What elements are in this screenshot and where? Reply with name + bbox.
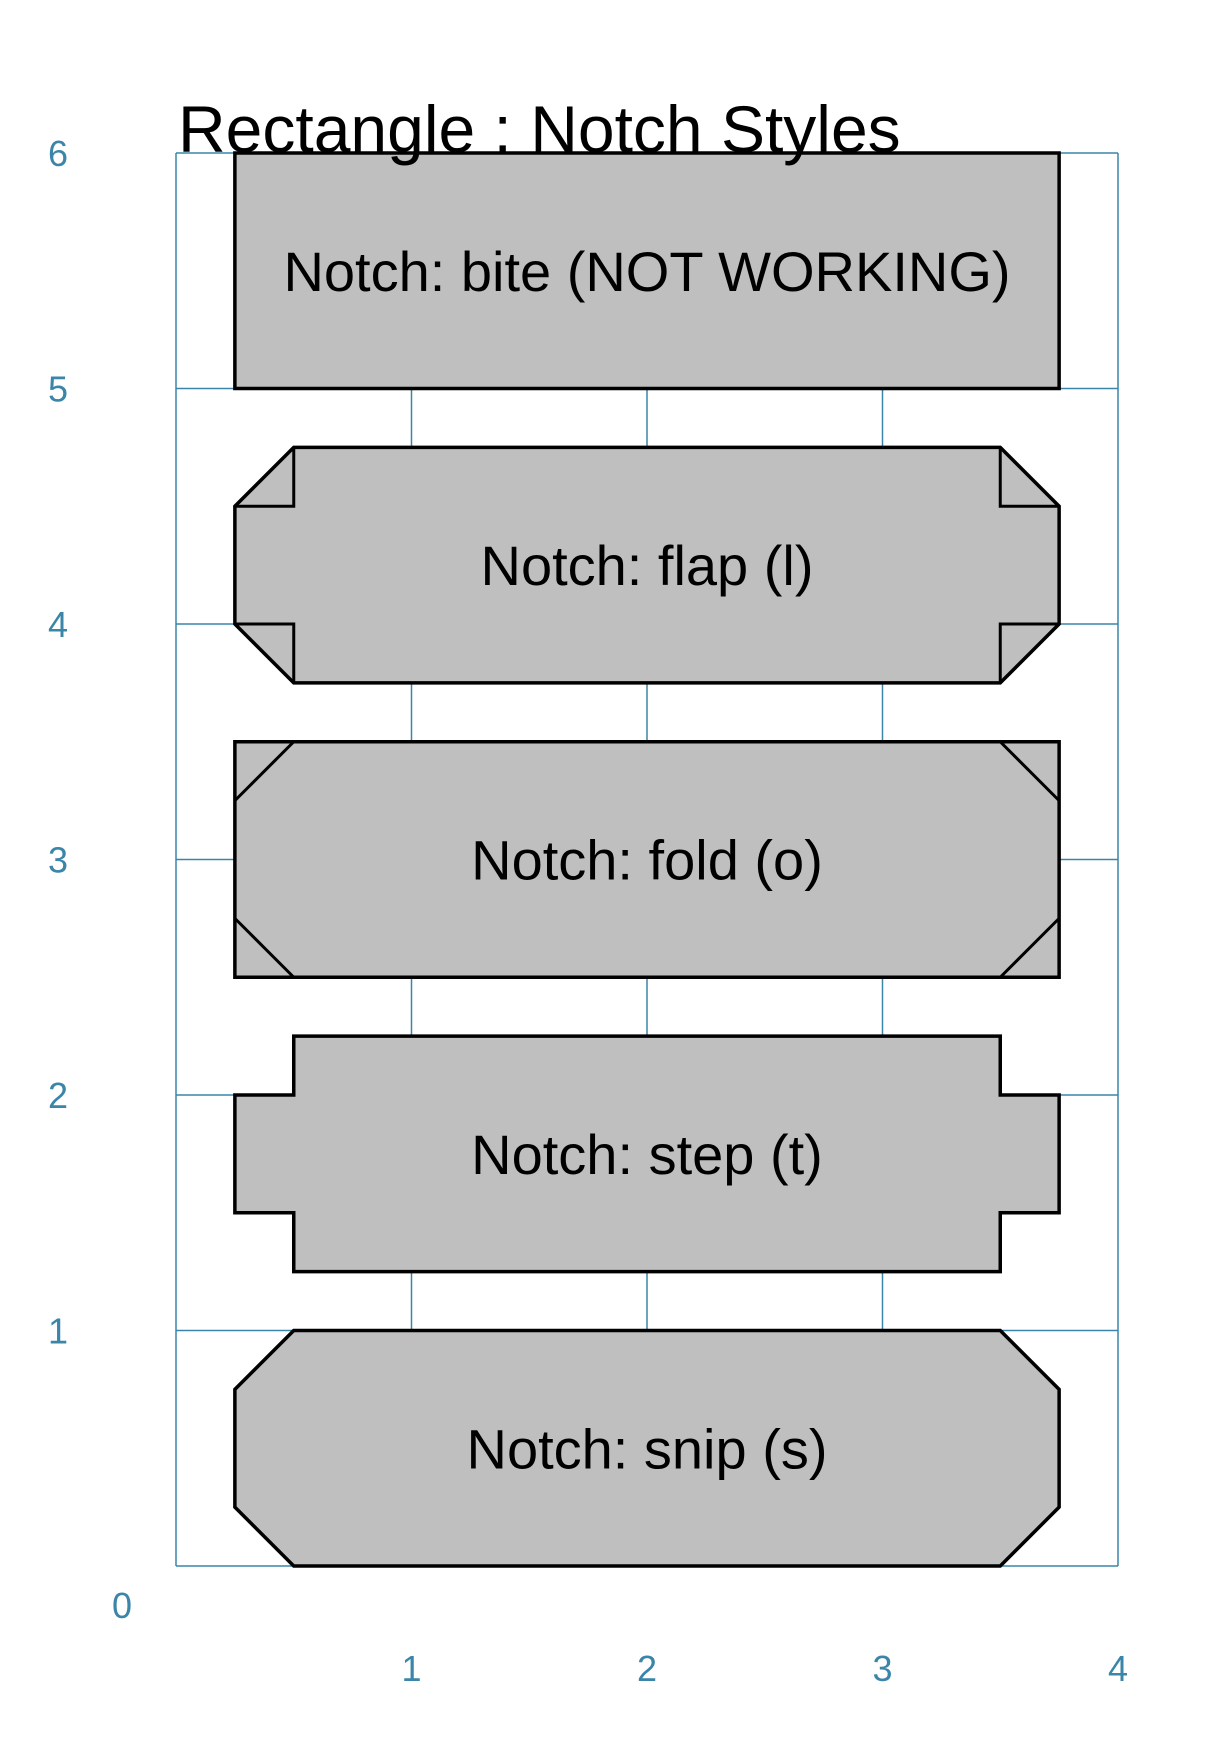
y-tick-label: 5 [48, 369, 68, 410]
x-tick-label: 2 [637, 1648, 657, 1689]
shape-step: Notch: step (t) [233, 1034, 1061, 1274]
shape-label: Notch: step (t) [471, 1123, 823, 1186]
axis-ticks: 0 1 2 3 4 5 6 1 2 3 4 [48, 133, 1128, 1689]
flap-line [998, 447, 1060, 508]
x-tick-label: 1 [401, 1648, 421, 1689]
x-tick-label: 4 [1108, 1648, 1128, 1689]
diagram-title: Rectangle : Notch Styles [178, 92, 901, 166]
flap-line [234, 622, 296, 683]
fold-line [999, 917, 1061, 979]
shape-label: Notch: flap (l) [481, 534, 814, 597]
shape-label: Notch: snip (s) [467, 1417, 828, 1480]
y-tick-label: 6 [48, 133, 68, 174]
y-tick-label: 4 [48, 604, 68, 645]
shape-bite: Notch: bite (NOT WORKING) [233, 151, 1061, 391]
shapes-layer: Notch: bite (NOT WORKING) Notch: flap (l)… [233, 151, 1061, 1568]
flap-line [234, 447, 296, 508]
fold-line [233, 740, 295, 802]
y-tick-label: 2 [48, 1075, 68, 1116]
shape-body [233, 740, 1061, 979]
shape-label: Notch: fold (o) [471, 829, 823, 892]
fold-line [233, 917, 295, 979]
shape-fold: Notch: fold (o) [233, 740, 1061, 979]
shape-flap: Notch: flap (l) [233, 445, 1061, 685]
x-tick-label: 3 [872, 1648, 892, 1689]
shape-body [233, 1328, 1061, 1568]
shape-body [233, 151, 1061, 391]
flap-line [998, 622, 1060, 683]
y-tick-label: 0 [112, 1585, 132, 1626]
shape-snip: Notch: snip (s) [233, 1328, 1061, 1568]
fold-line [999, 740, 1061, 802]
y-tick-label: 1 [48, 1311, 68, 1352]
y-tick-label: 3 [48, 840, 68, 881]
shape-label: Notch: bite (NOT WORKING) [283, 240, 1010, 303]
shape-body [233, 1034, 1061, 1274]
